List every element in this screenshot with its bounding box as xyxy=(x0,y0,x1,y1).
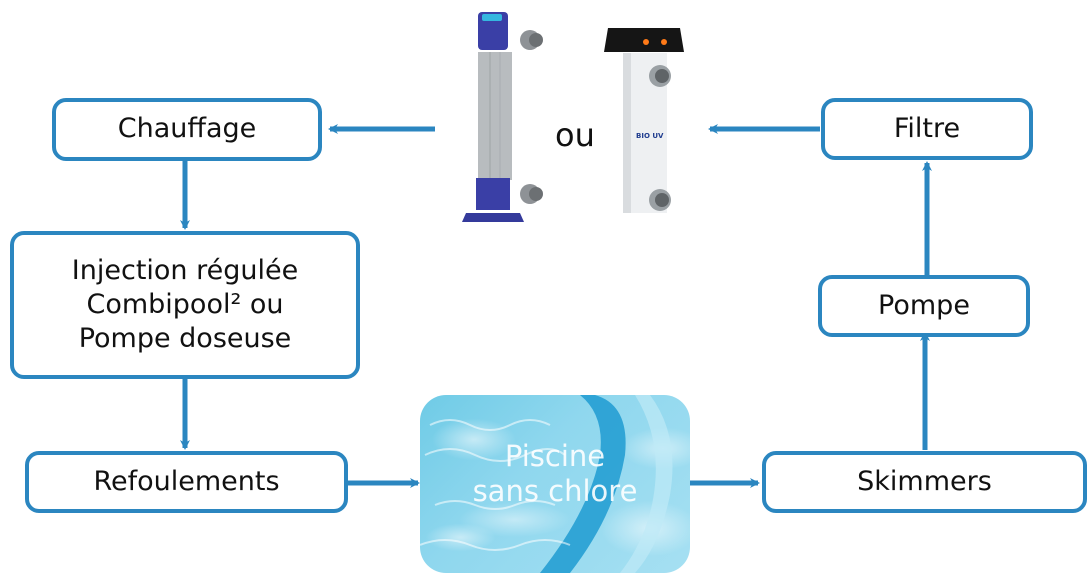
node-piscine-line-1: Piscine xyxy=(504,439,606,473)
node-skimmers-label: Skimmers xyxy=(857,465,992,497)
node-injection-line-3: Pompe doseuse xyxy=(78,323,292,355)
electrolyser-device-icon xyxy=(462,12,543,222)
node-chauffage-label: Chauffage xyxy=(117,113,257,145)
node-injection-line-1: Injection régulée xyxy=(71,254,299,286)
node-injection-line-2: Combipool² ou xyxy=(86,288,284,320)
node-refoulements: Refoulements xyxy=(25,451,348,513)
node-skimmers: Skimmers xyxy=(762,451,1087,513)
node-injection: Injection régulée Combipool² ou Pompe do… xyxy=(10,231,360,379)
node-refoulements-label: Refoulements xyxy=(93,465,280,497)
node-piscine-line-2: sans chlore xyxy=(472,474,638,509)
node-pompe: Pompe xyxy=(818,275,1030,337)
uv-sterilizer-device-icon: BIO UV xyxy=(604,28,684,213)
node-pompe-label: Pompe xyxy=(878,289,970,321)
or-label: ou xyxy=(555,116,595,154)
pool-water-image xyxy=(420,395,673,573)
node-piscine: Piscine sans chlore xyxy=(420,395,690,573)
node-filtre-label: Filtre xyxy=(893,112,961,144)
uv-brand-text: BIO UV xyxy=(636,132,664,140)
node-filtre: Filtre xyxy=(821,98,1033,160)
node-chauffage: Chauffage xyxy=(52,98,322,161)
